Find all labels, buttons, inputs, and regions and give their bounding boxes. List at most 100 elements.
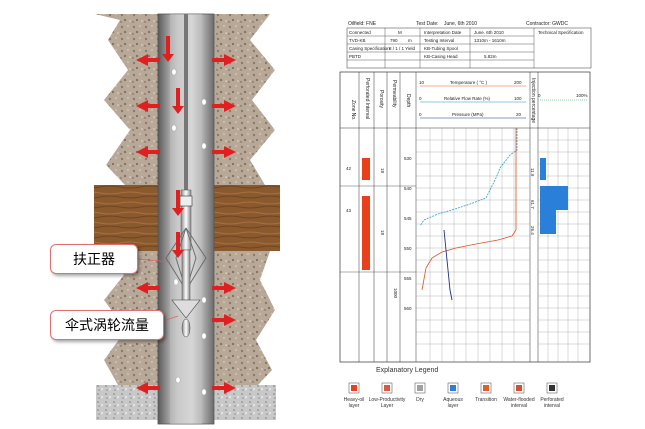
depth-tick: 560 — [404, 306, 412, 311]
kb-casing-value: 5.82m — [484, 54, 497, 59]
permeability-header: Permeability — [391, 80, 397, 108]
pres-max: 20 — [516, 112, 522, 117]
legend-label: layer — [349, 403, 360, 409]
perforation-holes — [171, 68, 207, 396]
casing-spec-label: Casing Specification — [349, 46, 390, 51]
injection-value-1: 11.9 — [530, 168, 535, 177]
legend-label: Low-Productivity — [369, 397, 406, 403]
zone-no-header: Zone No. — [350, 100, 356, 121]
legend-swatch — [417, 385, 423, 391]
flow-arrows — [136, 36, 236, 394]
temp-max: 200 — [514, 80, 522, 85]
legend: Explanatory Legend Heavy-oillayerLow-Pro… — [344, 367, 564, 409]
porosity-value-1: 18 — [380, 168, 385, 174]
depth-tick: 530 — [404, 156, 412, 161]
temperature-curve — [421, 128, 517, 291]
injection-bar-2 — [540, 186, 568, 210]
legend-label: interval — [544, 403, 560, 409]
tvd-unit: m — [408, 38, 412, 43]
tool-connector — [179, 195, 193, 207]
flowmeter-nose — [181, 318, 191, 338]
flow-header: Relative Flow Rate (%) — [444, 96, 491, 101]
perforation-bar-1 — [362, 158, 370, 180]
interp-date-label: Interpretation Date — [424, 30, 462, 35]
legend-title: Explanatory Legend — [376, 367, 438, 374]
temperature-header: Temperature ( °C ) — [450, 80, 488, 85]
injection-percentage-header: Injection percentage — [530, 78, 536, 123]
inj-min: 0 — [538, 93, 541, 98]
tech-spec-label: Technical Specification — [538, 30, 584, 35]
flow-rate-curve — [419, 128, 518, 227]
porosity-value-2: 18 — [380, 230, 385, 236]
legend-label: Heavy-oil — [344, 397, 365, 403]
legend-swatch — [516, 385, 522, 391]
contractor-label: Contractor: GWDC — [526, 21, 568, 27]
legend-swatch — [351, 385, 357, 391]
kb-casing-label: KB-Casing Head — [424, 54, 458, 59]
pressure-header: Pressure (MPa) — [452, 112, 484, 117]
tvd-value: 790 — [390, 38, 398, 43]
legend-swatch — [549, 385, 555, 391]
legend-label: interval — [511, 403, 527, 409]
zone-label-1: 42 — [346, 166, 352, 171]
testing-interval-label: Testing Interval — [424, 38, 454, 43]
depth-tick: 555 — [404, 276, 412, 281]
zone-label-2: 43 — [346, 208, 352, 213]
casing-spec-value: 8 / 1 / 1 Yield — [389, 46, 416, 51]
legend-label: Water-flooded — [503, 397, 534, 403]
tvd-label: TVD-KB — [349, 38, 366, 43]
perforation-bar-2 — [362, 196, 370, 270]
testing-interval-value: 1310m - 1610m — [474, 38, 506, 43]
umbrella-flowmeter — [171, 299, 201, 319]
porosity-header: Porosity — [378, 90, 384, 109]
tool-cable — [184, 14, 188, 194]
injection-bar-3 — [540, 210, 556, 234]
connected-value: M — [398, 30, 402, 35]
legend-swatch — [384, 385, 390, 391]
log-report: Oilfield: FNE Test Date: June, 6th 2010 … — [339, 21, 592, 409]
connected-label: Connected — [349, 30, 371, 35]
injection-grid — [538, 128, 590, 362]
test-date-value: June, 6th 2010 — [444, 21, 477, 27]
legend-label: layer — [448, 403, 459, 409]
log-frame — [339, 71, 591, 363]
injection-value-3: 26.4 — [530, 226, 535, 235]
oilfield-label: Oilfield: FNE — [348, 21, 377, 27]
depth-tick: 540 — [404, 186, 412, 191]
legend-label: Dry — [416, 397, 424, 403]
pres-min: 0 — [419, 112, 422, 117]
tool-mid — [181, 249, 191, 301]
centralizer-callout: 扶正器 — [50, 244, 138, 274]
injection-value-2: 61.7 — [530, 200, 535, 209]
perforated-interval-header: Perforated Interval — [364, 78, 370, 119]
injection-bar-1 — [540, 158, 546, 180]
legend-swatch — [450, 385, 456, 391]
depth-header: Depth — [405, 94, 411, 108]
umbrella-flowmeter-callout: 伞式涡轮流量 — [50, 310, 164, 340]
curve-grid — [416, 128, 530, 362]
legend-item: Dry — [414, 382, 426, 403]
report-header: Oilfield: FNE Test Date: June, 6th 2010 … — [346, 21, 592, 69]
pressure-curve — [443, 229, 453, 301]
depth-ticks: 530 540 545 550 555 560 — [404, 156, 412, 311]
curve-headers: Temperature ( °C ) 10 200 Relative Flow … — [419, 80, 588, 119]
permeability-value: 1000 — [393, 288, 398, 299]
inj-max: 100% — [576, 93, 588, 98]
depth-tick: 545 — [404, 216, 412, 221]
legend-label: Aqueous — [443, 397, 463, 403]
wellbore-illustration — [94, 13, 280, 425]
legend-swatch — [483, 385, 489, 391]
flow-min: 0 — [419, 96, 422, 101]
legend-label: Layer — [381, 403, 394, 409]
kb-tubing-label: KB-Tubing Spool — [424, 46, 458, 51]
legend-label: Perforated — [540, 397, 564, 403]
flow-max: 100 — [514, 96, 522, 101]
depth-tick: 550 — [404, 246, 412, 251]
interp-date-value: June. 6th 2010 — [474, 30, 504, 35]
legend-item: Transition — [475, 382, 497, 403]
